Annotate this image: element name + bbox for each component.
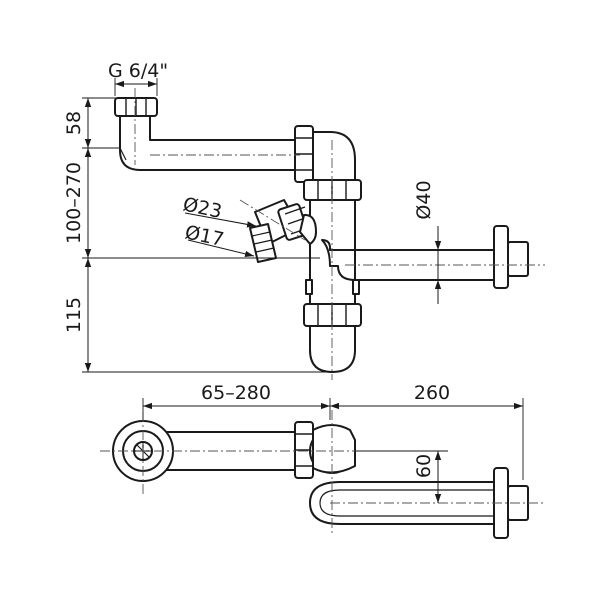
inlet-length-label: 65–280 [201,382,271,404]
outlet-length-label: 260 [414,382,450,404]
offset-label: 60 [413,454,435,478]
height-middle-label: 100–270 [63,162,85,244]
height-bottom-label: 115 [63,297,85,333]
inlet-elbow-pipe [119,109,301,171]
side-view: 58 100–270 115 G 6/4" Ø23 Ø17 Ø40 [63,60,545,380]
top-view: 65–280 260 60 [100,382,545,539]
inlet-nut [114,97,158,117]
siphon-upper-bend [309,131,356,186]
siphon-bottom-nut [303,303,362,327]
hose-connector [249,199,317,263]
siphon-top-nut [303,179,362,201]
height-top-label: 58 [63,111,85,135]
pipe-diameter-label: Ø40 [413,180,435,219]
wall-flange [493,225,529,289]
hose-outer-diameter-label: Ø23 [181,193,224,223]
hose-inner-diameter-label: Ø17 [183,221,226,251]
thread-label: G 6/4" [108,60,168,82]
inlet-union-nut [294,125,314,183]
